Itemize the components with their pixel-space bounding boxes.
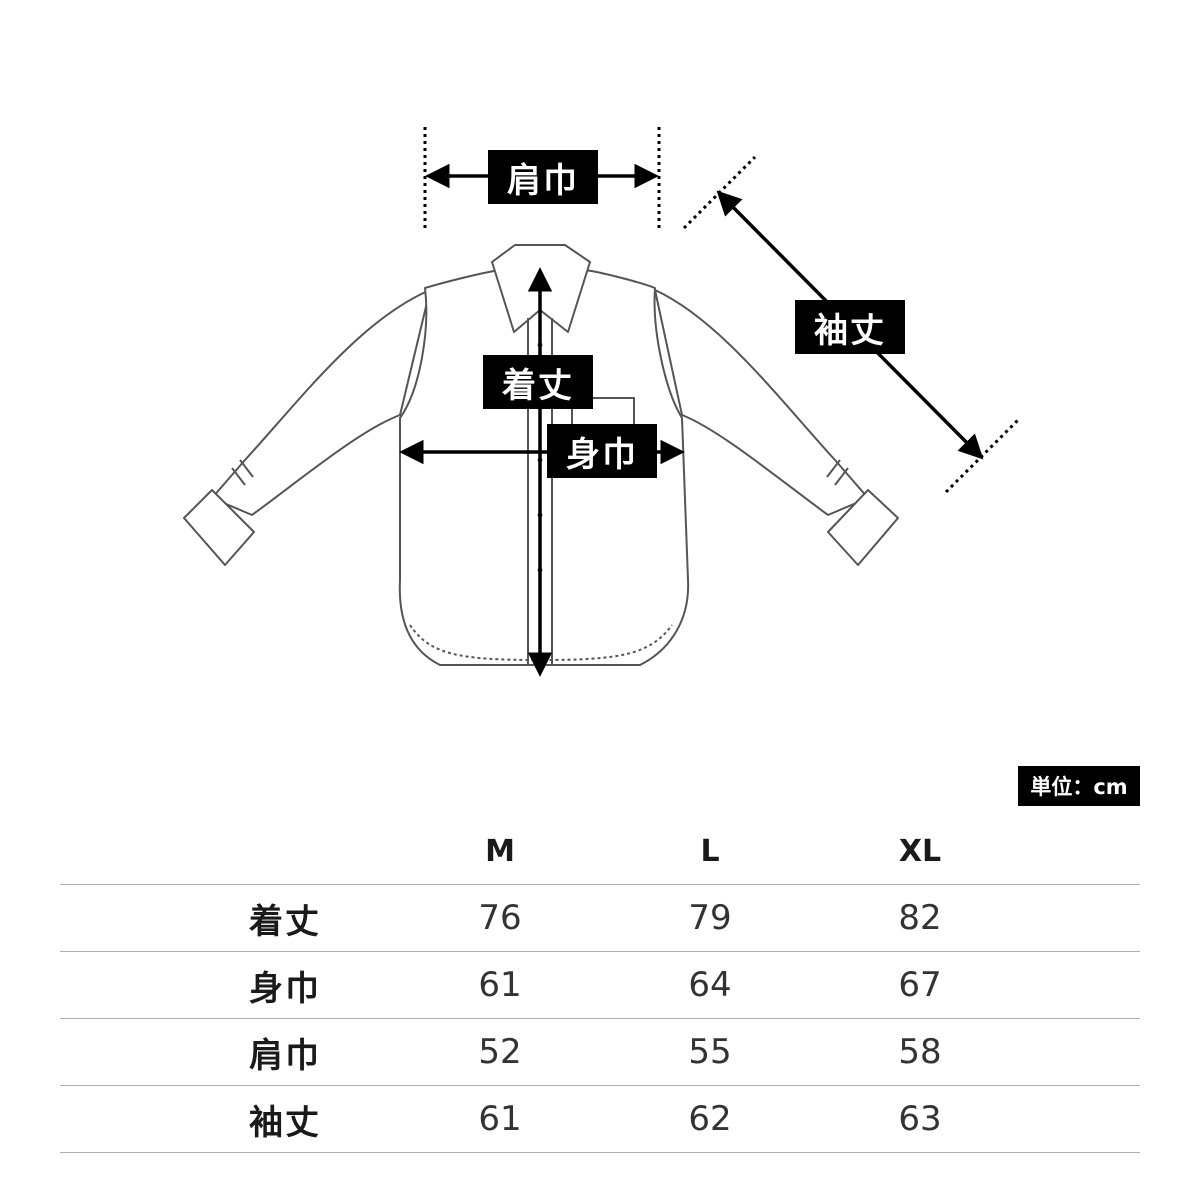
- shoulder-width-label: 肩巾: [488, 150, 598, 204]
- chest-width-label: 身巾: [547, 424, 657, 478]
- table-cell: 79: [688, 898, 732, 938]
- table-cell: 55: [688, 1032, 732, 1072]
- row-label: 身巾: [249, 968, 321, 1009]
- table-cell: 58: [898, 1032, 942, 1072]
- table-cell: 63: [898, 1099, 942, 1139]
- right-cuff: [827, 489, 899, 566]
- table-cell: 64: [688, 965, 732, 1005]
- table-header-row: M L XL: [60, 818, 1140, 884]
- table-cell: 61: [478, 1099, 522, 1139]
- table-row: 着丈 76 79 82: [60, 884, 1140, 951]
- left-sleeve: [211, 289, 431, 516]
- size-header-xl: XL: [898, 833, 942, 869]
- row-label: 肩巾: [249, 1035, 321, 1076]
- table-row: 袖丈 61 62 63: [60, 1085, 1140, 1153]
- sleeve-length-label: 袖丈: [795, 300, 905, 354]
- table-cell: 61: [478, 965, 522, 1005]
- table-cell: 82: [898, 898, 942, 938]
- size-header-l: L: [700, 833, 720, 869]
- table-cell: 76: [478, 898, 522, 938]
- table-row: 肩巾 52 55 58: [60, 1018, 1140, 1085]
- row-label: 袖丈: [249, 1102, 321, 1143]
- row-label: 着丈: [249, 901, 321, 942]
- size-header-m: M: [485, 833, 515, 869]
- size-table: M L XL 着丈 76 79 82 身巾 61 64 67 肩巾 52 55 …: [60, 818, 1140, 1153]
- table-cell: 52: [478, 1032, 522, 1072]
- left-cuff: [183, 489, 255, 566]
- table-row: 身巾 61 64 67: [60, 951, 1140, 1018]
- table-cell: 62: [688, 1099, 732, 1139]
- table-cell: 67: [898, 965, 942, 1005]
- shirt-measurement-diagram: 肩巾 着丈 身巾 袖丈: [183, 127, 1020, 677]
- unit-badge: 単位：cm: [1018, 766, 1140, 806]
- length-label: 着丈: [483, 355, 593, 409]
- shirt-drawing: [183, 127, 1020, 677]
